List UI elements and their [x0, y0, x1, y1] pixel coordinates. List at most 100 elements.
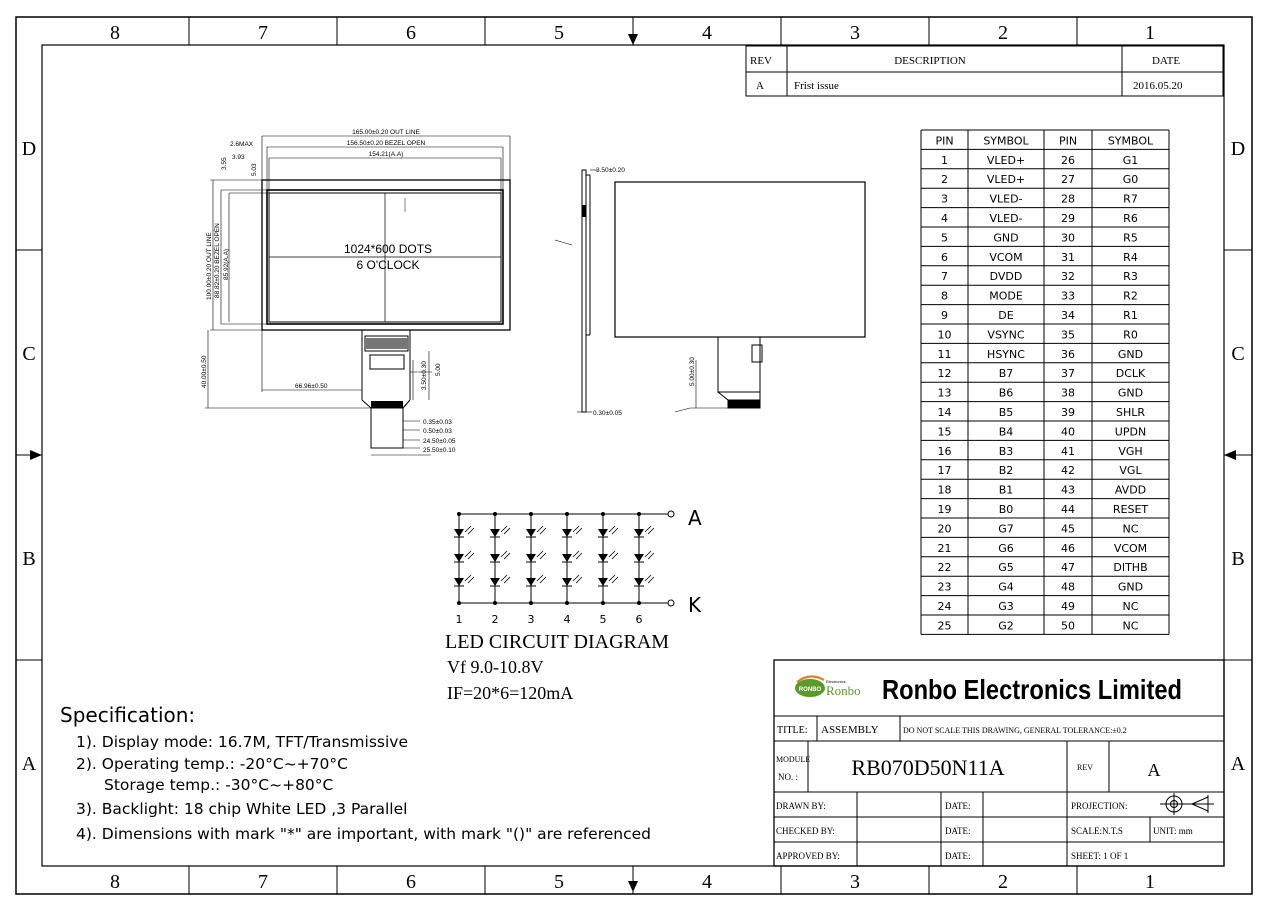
led-diode-icon	[562, 574, 583, 587]
module-label: MODULE	[776, 755, 810, 764]
pin-symbol: B5	[999, 406, 1014, 419]
led-diode-icon	[562, 550, 583, 563]
pin-number: 39	[1061, 406, 1075, 419]
pin-number: 24	[938, 600, 952, 613]
pin-number: 16	[938, 445, 952, 458]
pin-number: 37	[1061, 367, 1075, 380]
pin-symbol: VLED-	[989, 212, 1022, 225]
led-diode-icon	[490, 550, 511, 563]
junction-dot	[457, 512, 461, 516]
specification: Specification: 1). Display mode: 16.7M, …	[60, 703, 651, 843]
pin-symbol: VLED+	[987, 173, 1025, 186]
pin-number: 23	[938, 581, 952, 594]
pin-number: 31	[1061, 251, 1075, 264]
pin-symbol: R2	[1123, 290, 1138, 303]
drawn-by: DRAWN BY:	[776, 801, 826, 811]
zone-col-bottom: 7	[258, 871, 268, 893]
dim-aa-width: 154.21(A.A)	[369, 151, 404, 158]
junction-dot	[529, 512, 533, 516]
dim-fpc-d1: 3.50±0.30	[421, 361, 428, 390]
projection-label: PROJECTION:	[1071, 801, 1128, 811]
date-label: DATE:	[945, 826, 971, 836]
pin-symbol: GND	[1118, 387, 1143, 400]
junction-dot	[601, 601, 605, 605]
led-diode-icon	[526, 525, 547, 538]
junction-dot	[637, 512, 641, 516]
led-diode-icon	[598, 550, 619, 563]
dim-top-gap-2: 5.03	[251, 163, 258, 176]
led-diode-icon	[490, 574, 511, 587]
resolution-label: 1024*600 DOTS	[344, 242, 432, 256]
spec-line: 3). Backlight: 18 chip White LED ,3 Para…	[76, 800, 407, 818]
pin-symbol: VCOM	[989, 251, 1022, 264]
zone-col-top: 7	[258, 22, 268, 44]
pin-number: 7	[941, 270, 948, 283]
zone-col-top: 5	[554, 22, 564, 44]
side-view: 3.50±0.20 0.30±0.05	[554, 167, 625, 417]
pin-table-header: PIN	[935, 134, 953, 147]
dim-pitch-2: 0.50±0.03	[423, 428, 452, 435]
zone-col-bottom: 4	[702, 871, 712, 893]
logo-small: Electronics	[826, 679, 846, 684]
pin-number: 8	[941, 290, 948, 303]
zone-row-left: C	[22, 343, 35, 365]
dim-back-fpc: 5.00±0.30	[689, 357, 696, 386]
pin-number: 46	[1061, 542, 1075, 555]
pin-number: 12	[938, 367, 952, 380]
description-header: DESCRIPTION	[894, 55, 966, 67]
pin-number: 20	[938, 522, 952, 535]
pin-symbol: G5	[998, 561, 1014, 574]
led-if: IF=20*6=120mA	[447, 683, 573, 703]
side-connector	[582, 205, 586, 217]
pin-number: 32	[1061, 270, 1075, 283]
pin-number: 18	[938, 484, 952, 497]
pin-symbol: R7	[1123, 193, 1138, 206]
pin-symbol: B2	[999, 464, 1014, 477]
center-arrows	[16, 17, 1252, 892]
junction-dot	[637, 601, 641, 605]
pin-number: 25	[938, 619, 952, 632]
pin-symbol: NC	[1123, 600, 1139, 613]
led-string-number: 3	[528, 613, 535, 626]
zone-col-top: 2	[998, 22, 1008, 44]
led-diode-icon	[562, 525, 583, 538]
zone-col-top: 6	[406, 22, 416, 44]
pin-symbol: DE	[998, 309, 1013, 322]
pin-number: 4	[941, 212, 948, 225]
pin-number: 40	[1061, 425, 1075, 438]
pin-number: 10	[938, 328, 952, 341]
checked-by: CHECKED BY:	[776, 826, 835, 836]
rev-label: REV	[1077, 763, 1093, 772]
spec-heading: Specification:	[60, 703, 195, 727]
pin-number: 42	[1061, 464, 1075, 477]
led-diode-icon	[454, 550, 475, 563]
pin-number: 3	[941, 193, 948, 206]
zone-col-bottom: 6	[406, 871, 416, 893]
pin-number: 14	[938, 406, 952, 419]
pin-symbol: G4	[998, 581, 1014, 594]
pin-symbol: G1	[1123, 154, 1139, 167]
module-label: NO. :	[778, 772, 798, 782]
approved-by: APPROVED BY:	[776, 851, 840, 861]
dim-total-height: 40.00±0.50	[201, 355, 208, 388]
dim-pitch-4: 25.50±0.10	[423, 447, 456, 454]
pin-number: 27	[1061, 173, 1075, 186]
pin-symbol: MODE	[989, 290, 1023, 303]
pin-symbol: G0	[1123, 173, 1139, 186]
zone-row-left: B	[22, 548, 35, 570]
view-direction-label: 6 O'CLOCK	[357, 258, 420, 272]
pin-symbol: SHLR	[1116, 406, 1145, 419]
pin-number: 45	[1061, 522, 1075, 535]
pin-symbol: RESET	[1113, 503, 1149, 516]
fpc-contacts	[371, 401, 403, 408]
pin-symbol: R4	[1123, 251, 1138, 264]
logo-badge: RONBO	[799, 687, 822, 693]
led-vf: Vf 9.0-10.8V	[447, 657, 544, 677]
title-value: ASSEMBLY	[821, 724, 879, 736]
zone-row-right: A	[1231, 753, 1246, 775]
pin-symbol: R5	[1123, 231, 1138, 244]
led-string-number: 2	[492, 613, 499, 626]
led-diode-icon	[454, 574, 475, 587]
pin-symbol: R3	[1123, 270, 1138, 283]
